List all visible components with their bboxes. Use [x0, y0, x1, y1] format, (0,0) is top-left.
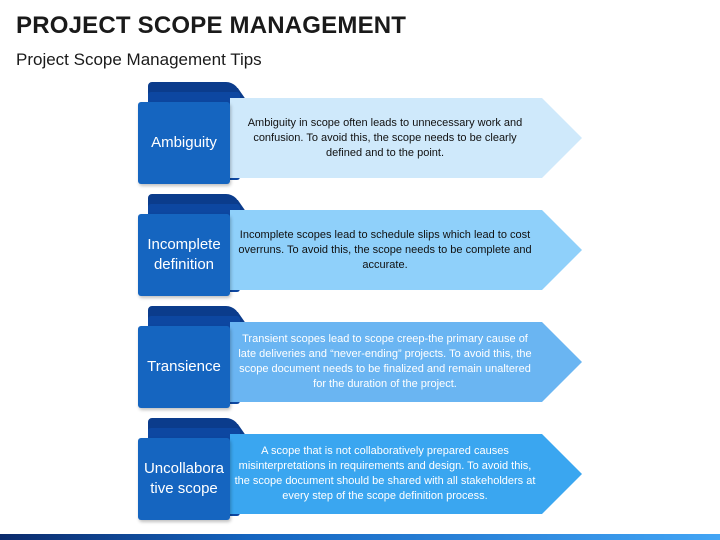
folder-label-transience: Transience: [138, 326, 230, 408]
tip-arrow: [230, 98, 585, 178]
tip-arrow: [230, 434, 585, 514]
folder-label-ambiguity: Ambiguity: [138, 102, 230, 184]
bottom-accent-bar: [0, 534, 720, 540]
tip-row-transience: Transient scopes lead to scope creep-the…: [138, 306, 590, 408]
tip-row-ambiguity: Ambiguity in scope often leads to unnece…: [138, 82, 590, 184]
tip-description: Transient scopes lead to scope creep-the…: [238, 333, 532, 390]
tip-description: Incomplete scopes lead to schedule slips…: [238, 228, 532, 271]
folder-label-uncollaborative-scope: Uncollabora tive scope: [138, 438, 230, 520]
tip-arrow: [230, 322, 585, 402]
page-subtitle: Project Scope Management Tips: [16, 50, 262, 69]
folder-label-incomplete-definition: Incomplete definition: [138, 214, 230, 296]
tip-description: A scope that is not collaboratively prep…: [234, 445, 536, 502]
tip-arrow: [230, 210, 585, 290]
page-title: PROJECT SCOPE MANAGEMENT: [16, 12, 407, 39]
tip-description: Ambiguity in scope often leads to unnece…: [247, 116, 523, 159]
tip-row-uncollaborative-scope: A scope that is not collaboratively prep…: [138, 418, 590, 520]
tip-row-incomplete-definition: Incomplete scopes lead to schedule slips…: [138, 194, 590, 296]
